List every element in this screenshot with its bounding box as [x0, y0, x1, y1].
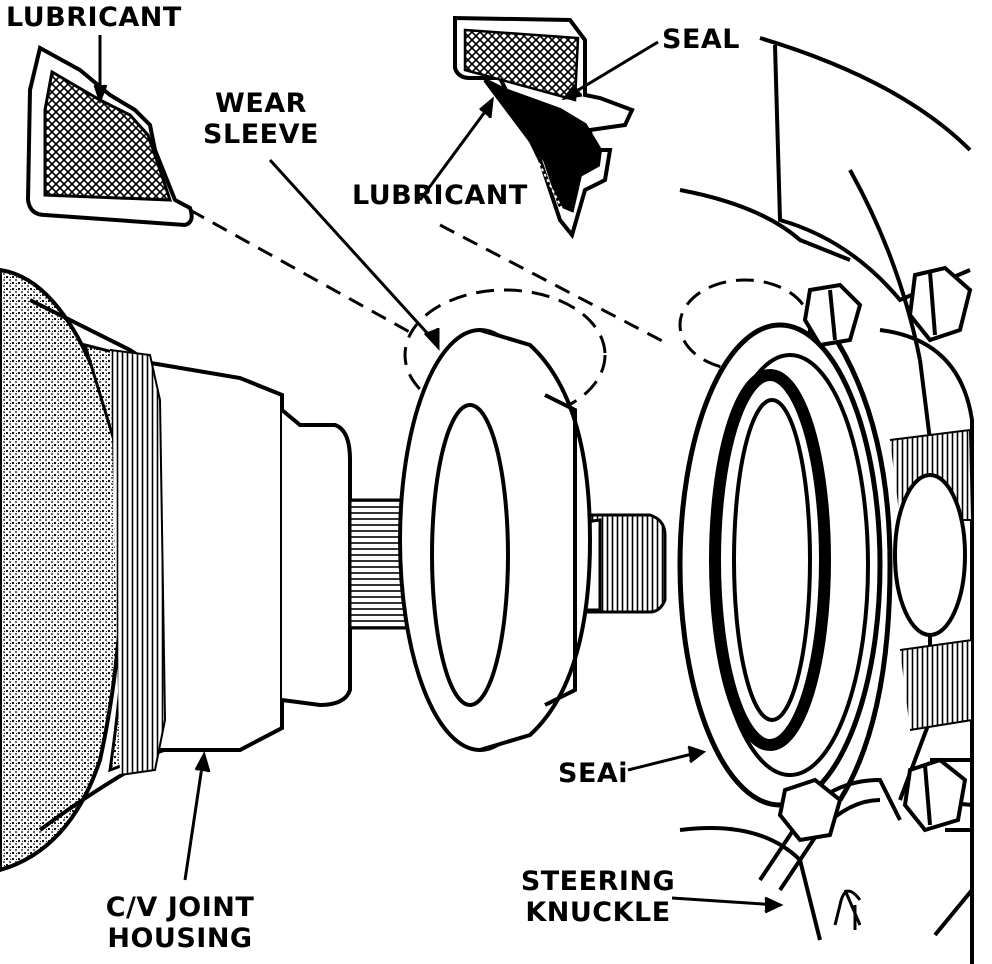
label-cv-joint-line1: C/V JOINT	[105, 892, 255, 923]
hub-bolts	[777, 265, 973, 843]
label-lubricant-center: LUBRICANT	[352, 180, 528, 211]
label-wear-sleeve: WEAR SLEEVE	[196, 88, 326, 150]
steering-knuckle-drawing	[679, 36, 974, 964]
label-lubricant-top-left: LUBRICANT	[6, 2, 182, 33]
seal-detail-inset-top	[453, 15, 635, 240]
label-seal-top: SEAL	[662, 24, 740, 55]
label-steering-knuckle-line1: STEERING	[520, 866, 676, 897]
label-leader-lines	[93, 35, 784, 914]
lubricant-detail-inset-left	[25, 44, 194, 228]
leader-seal-top	[569, 40, 659, 97]
leader-steering-knuckle	[671, 896, 779, 907]
inset-dashed-leaders	[189, 208, 671, 347]
label-cv-joint-housing: C/V JOINT HOUSING	[80, 892, 280, 954]
label-steering-knuckle: STEERING KNUCKLE	[518, 866, 678, 928]
label-cv-joint-line2: HOUSING	[107, 923, 253, 955]
label-steering-knuckle-line2: KNUCKLE	[525, 897, 671, 929]
leader-lubricant-center	[418, 104, 492, 201]
seal-ring-drawing	[677, 322, 893, 808]
leader-wear-sleeve	[268, 158, 440, 347]
wear-sleeve-drawing	[398, 328, 593, 752]
leader-cv-joint	[183, 759, 205, 881]
label-wear-sleeve-line2: SLEEVE	[203, 119, 319, 151]
label-seal-bottom: SEAi	[558, 758, 629, 789]
leader-seal-bottom	[627, 750, 701, 772]
label-wear-sleeve-line1: WEAR	[215, 88, 307, 119]
